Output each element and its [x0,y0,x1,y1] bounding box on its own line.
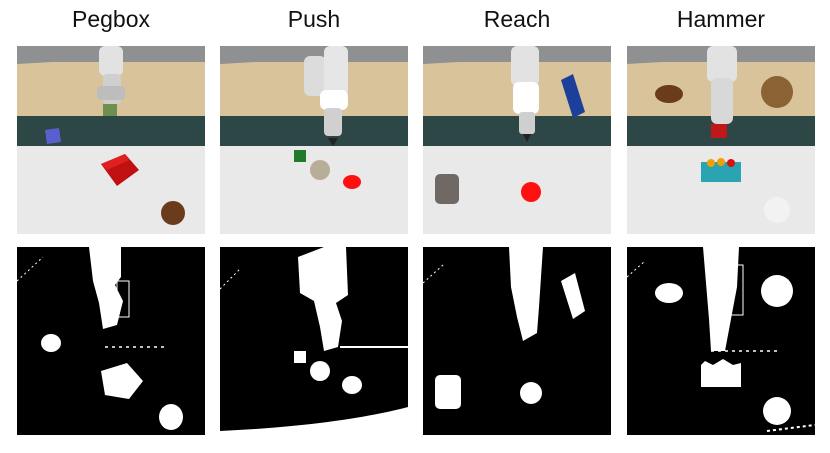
column-title-reach: Reach [483,6,551,32]
scene-image-reach [423,46,611,234]
scene-image-hammer [627,46,815,234]
scene-image-push [220,46,408,234]
column-title-pegbox: Pegbox [71,6,150,32]
mask-image-reach [423,247,611,435]
scene-image-pegbox [17,46,205,234]
mask-image-hammer [627,247,815,435]
column-title-hammer: Hammer [676,6,766,32]
mask-image-push [220,247,408,435]
column-title-push: Push [287,6,341,32]
mask-image-pegbox [17,247,205,435]
